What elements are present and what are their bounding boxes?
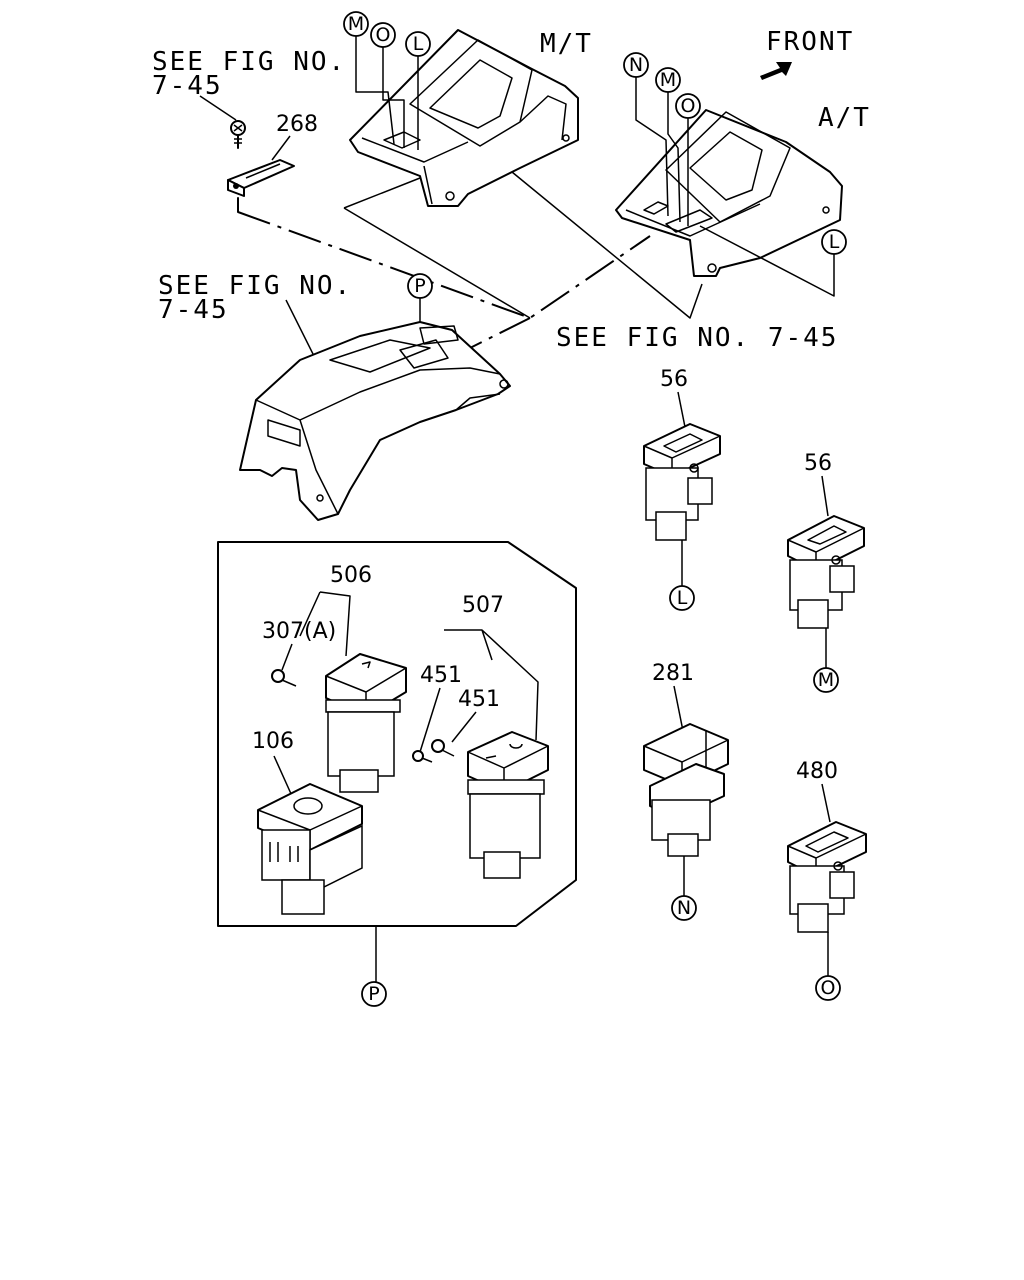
part-number-56-a: 56 xyxy=(660,367,688,392)
part-number-480: 480 xyxy=(796,759,838,784)
switch-507 xyxy=(467,731,549,879)
front-arrow-icon xyxy=(760,62,792,80)
see-fig-label-top-number: 7-45 xyxy=(152,71,223,101)
switch-callout-m-label: M xyxy=(818,669,834,691)
assembly-callout-p-label: P xyxy=(368,983,379,1005)
switch-56-lower xyxy=(787,515,865,629)
see-fig-label-top: SEE FIG NO. xyxy=(152,47,346,77)
mt-callouts: M O L xyxy=(343,11,431,150)
switch-callout-o-label: O xyxy=(821,977,836,999)
clip-307a xyxy=(271,669,297,687)
part-number-106: 106 xyxy=(252,729,294,754)
automatic-transmission-label: A/T xyxy=(818,103,871,133)
switch-480 xyxy=(787,821,867,933)
switch-callout-n xyxy=(671,895,697,921)
bracket-268 xyxy=(227,159,295,197)
see-fig-label-mid-number: 7-45 xyxy=(158,295,229,325)
at-callouts: N M O L xyxy=(623,52,847,297)
svg-text:O: O xyxy=(681,95,696,117)
part-number-281: 281 xyxy=(652,661,694,686)
see-fig-label-mid: SEE FIG NO. xyxy=(158,271,352,301)
svg-text:M: M xyxy=(348,13,364,35)
switch-281 xyxy=(643,723,729,857)
part-number-507: 507 xyxy=(462,593,504,618)
manual-transmission-label: M/T xyxy=(540,29,593,59)
at-console xyxy=(615,109,843,277)
svg-text:L: L xyxy=(413,33,424,55)
part-number-56-b: 56 xyxy=(804,451,832,476)
svg-text:N: N xyxy=(629,54,643,76)
clips-451 xyxy=(412,739,455,763)
leader-line xyxy=(511,171,703,319)
connection-line xyxy=(237,211,651,320)
assembly-callout-p xyxy=(361,981,387,1007)
switch-106 xyxy=(257,783,363,915)
switch-callout-l xyxy=(669,585,695,611)
switch-callout-n-label: N xyxy=(677,897,691,919)
switch-56-upper xyxy=(643,423,721,541)
connection-line xyxy=(343,177,531,319)
screw xyxy=(230,120,246,149)
part-number-506: 506 xyxy=(330,563,372,588)
switch-callout-m xyxy=(813,667,839,693)
switch-506 xyxy=(325,653,407,793)
part-number-268: 268 xyxy=(276,112,318,137)
switch-callout-l-label: L xyxy=(677,587,688,609)
front-label: FRONT xyxy=(766,27,854,57)
switch-callout-o xyxy=(815,975,841,1001)
svg-text:L: L xyxy=(829,231,840,253)
part-number-451-b: 451 xyxy=(458,687,500,712)
floor-console xyxy=(239,321,511,521)
svg-text:M: M xyxy=(660,69,676,91)
svg-text:O: O xyxy=(376,24,391,46)
part-number-307a: 307(A) xyxy=(262,619,336,644)
see-fig-label-right: SEE FIG NO. 7-45 xyxy=(556,323,838,353)
console-callout-p-label: P xyxy=(414,275,425,297)
part-number-451-a: 451 xyxy=(420,663,462,688)
assembly-outline xyxy=(217,541,577,927)
mt-console xyxy=(349,29,579,207)
